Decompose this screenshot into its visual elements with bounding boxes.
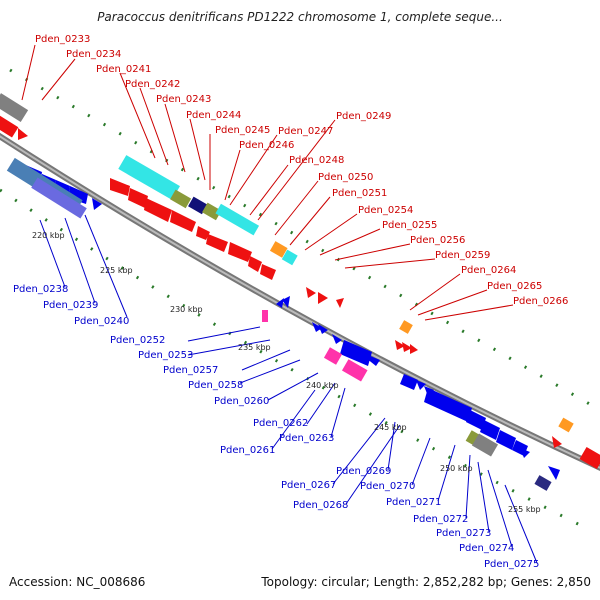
gene-label[interactable]: Pden_0262: [253, 418, 308, 429]
accession-label: Accession: NC_008686: [9, 575, 146, 589]
reverse-label-lines: [39, 214, 538, 564]
gene-label[interactable]: Pden_0248: [289, 155, 344, 166]
tick-tracks: [0, 68, 600, 532]
gene-label[interactable]: Pden_0234: [66, 49, 121, 60]
gene-label[interactable]: Pden_0272: [413, 514, 468, 525]
reverse-strand-features: [6, 157, 560, 491]
gene-label[interactable]: Pden_0241: [96, 64, 151, 75]
kbp-label: 250 kbp: [440, 464, 473, 473]
gene-label[interactable]: Pden_0239: [43, 300, 98, 311]
gene-label[interactable]: Pden_0266: [513, 296, 568, 307]
gene-label[interactable]: Pden_0261: [220, 445, 275, 456]
forward-gene-labels: Pden_0233 Pden_0234 Pden_0241 Pden_0242 …: [35, 34, 568, 307]
gene-label[interactable]: Pden_0268: [293, 500, 348, 511]
gene-label[interactable]: Pden_0254: [358, 205, 413, 216]
kbp-label: 220 kbp: [32, 231, 65, 240]
gene-label[interactable]: Pden_0275: [484, 559, 539, 570]
forward-label-lines: [21, 44, 514, 321]
kbp-labels: 220 kbp 225 kbp 230 kbp 235 kbp 240 kbp …: [32, 231, 541, 514]
kbp-label: 245 kbp: [374, 423, 407, 432]
gene-label[interactable]: Pden_0246: [239, 140, 294, 151]
gene-label[interactable]: Pden_0253: [138, 350, 193, 361]
gene-label[interactable]: Pden_0244: [186, 110, 241, 121]
gene-label[interactable]: Pden_0242: [125, 79, 180, 90]
gene-label[interactable]: Pden_0252: [110, 335, 165, 346]
gene-label[interactable]: Pden_0233: [35, 34, 90, 45]
gene-label[interactable]: Pden_0247: [278, 126, 333, 137]
gene-label[interactable]: Pden_0263: [279, 433, 334, 444]
gene-label[interactable]: Pden_0274: [459, 543, 514, 554]
gene-label[interactable]: Pden_0255: [382, 220, 437, 231]
gene-label[interactable]: Pden_0257: [163, 365, 218, 376]
gene-label[interactable]: Pden_0264: [461, 265, 516, 276]
gene-label[interactable]: Pden_0271: [386, 497, 441, 508]
gene-label[interactable]: Pden_0273: [436, 528, 491, 539]
gene-label[interactable]: Pden_0260: [214, 396, 269, 407]
gene-label[interactable]: Pden_0250: [318, 172, 373, 183]
gene-label[interactable]: Pden_0249: [336, 111, 391, 122]
gene-label[interactable]: Pden_0240: [74, 316, 129, 327]
kbp-label: 235 kbp: [238, 343, 271, 352]
gene-label[interactable]: Pden_0269: [336, 466, 391, 477]
gene-label[interactable]: Pden_0258: [188, 380, 243, 391]
map-title: Paracoccus denitrificans PD1222 chromoso…: [97, 10, 503, 24]
gene-label[interactable]: Pden_0243: [156, 94, 211, 105]
forward-strand-features: [0, 93, 600, 470]
kbp-label: 240 kbp: [306, 381, 339, 390]
kbp-label: 255 kbp: [508, 505, 541, 514]
reverse-gene-labels: Pden_0238 Pden_0239 Pden_0240 Pden_0252 …: [13, 284, 539, 570]
gene-label[interactable]: Pden_0259: [435, 250, 490, 261]
gene-label[interactable]: Pden_0256: [410, 235, 465, 246]
gene-label[interactable]: Pden_0270: [360, 481, 415, 492]
topology-summary: Topology: circular; Length: 2,852,282 bp…: [261, 575, 591, 589]
gene-label[interactable]: Pden_0238: [13, 284, 68, 295]
gene-label[interactable]: Pden_0267: [281, 480, 336, 491]
gene-label[interactable]: Pden_0265: [487, 281, 542, 292]
kbp-label: 225 kbp: [100, 266, 133, 275]
gene-label[interactable]: Pden_0245: [215, 125, 270, 136]
kbp-label: 230 kbp: [170, 305, 203, 314]
gene-label[interactable]: Pden_0251: [332, 188, 387, 199]
